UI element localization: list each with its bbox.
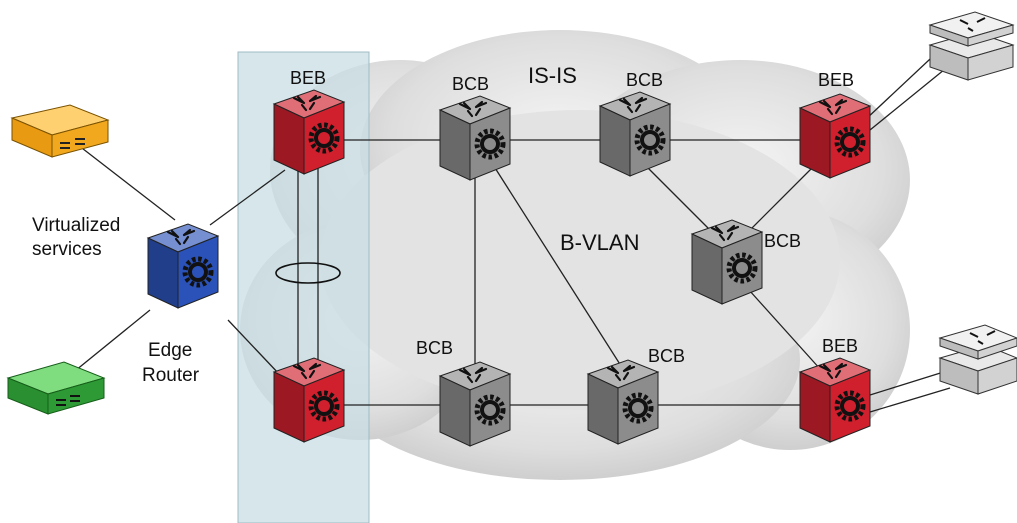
server-green-icon [6,361,106,415]
label-bcb-top-2: BCB [626,70,663,90]
label-bcb-bottom-2: BCB [648,346,685,366]
lag-ellipse [275,262,341,284]
label-virtualized-services-line1: Virtualized [32,215,120,236]
access-switch-top-icon [928,11,1015,81]
bcb-top-1-node [438,95,512,181]
switch-cube-icon [586,359,660,445]
label-beb-right-top: BEB [818,70,854,90]
beb-left-bottom-node [272,357,346,443]
label-bcb-middle-right: BCB [764,231,801,251]
edge-router-node [146,223,220,309]
bcb-bottom-2-node [586,359,660,445]
switch-cube-icon [272,89,346,175]
bcb-bottom-1-node [438,361,512,447]
beb-left-top-node [272,89,346,175]
label-bvlan: B-VLAN [560,230,639,255]
label-bcb-bottom-1: BCB [416,338,453,358]
switch-cube-icon [798,357,872,443]
switch-cube-icon [798,93,872,179]
label-edge-router-line2: Router [142,365,200,386]
bcb-middle-right-node [690,219,764,305]
switch-cube-icon [438,361,512,447]
switch-cube-icon [598,91,672,177]
label-edge-router-line1: Edge [148,340,192,361]
label-virtualized-services-line2: services [32,239,102,260]
beb-right-bottom-node [798,357,872,443]
label-bcb-top-1: BCB [452,74,489,94]
label-beb-right-bottom: BEB [822,336,858,356]
access-switch-bottom-icon [938,324,1017,395]
server-orange-icon [10,104,110,158]
bcb-top-2-node [598,91,672,177]
switch-cube-icon [146,223,220,309]
label-beb-left-top: BEB [290,68,326,88]
switch-cube-icon [690,219,764,305]
beb-right-top-node [798,93,872,179]
switch-cube-icon [438,95,512,181]
label-isis: IS-IS [528,63,577,88]
switch-cube-icon [272,357,346,443]
